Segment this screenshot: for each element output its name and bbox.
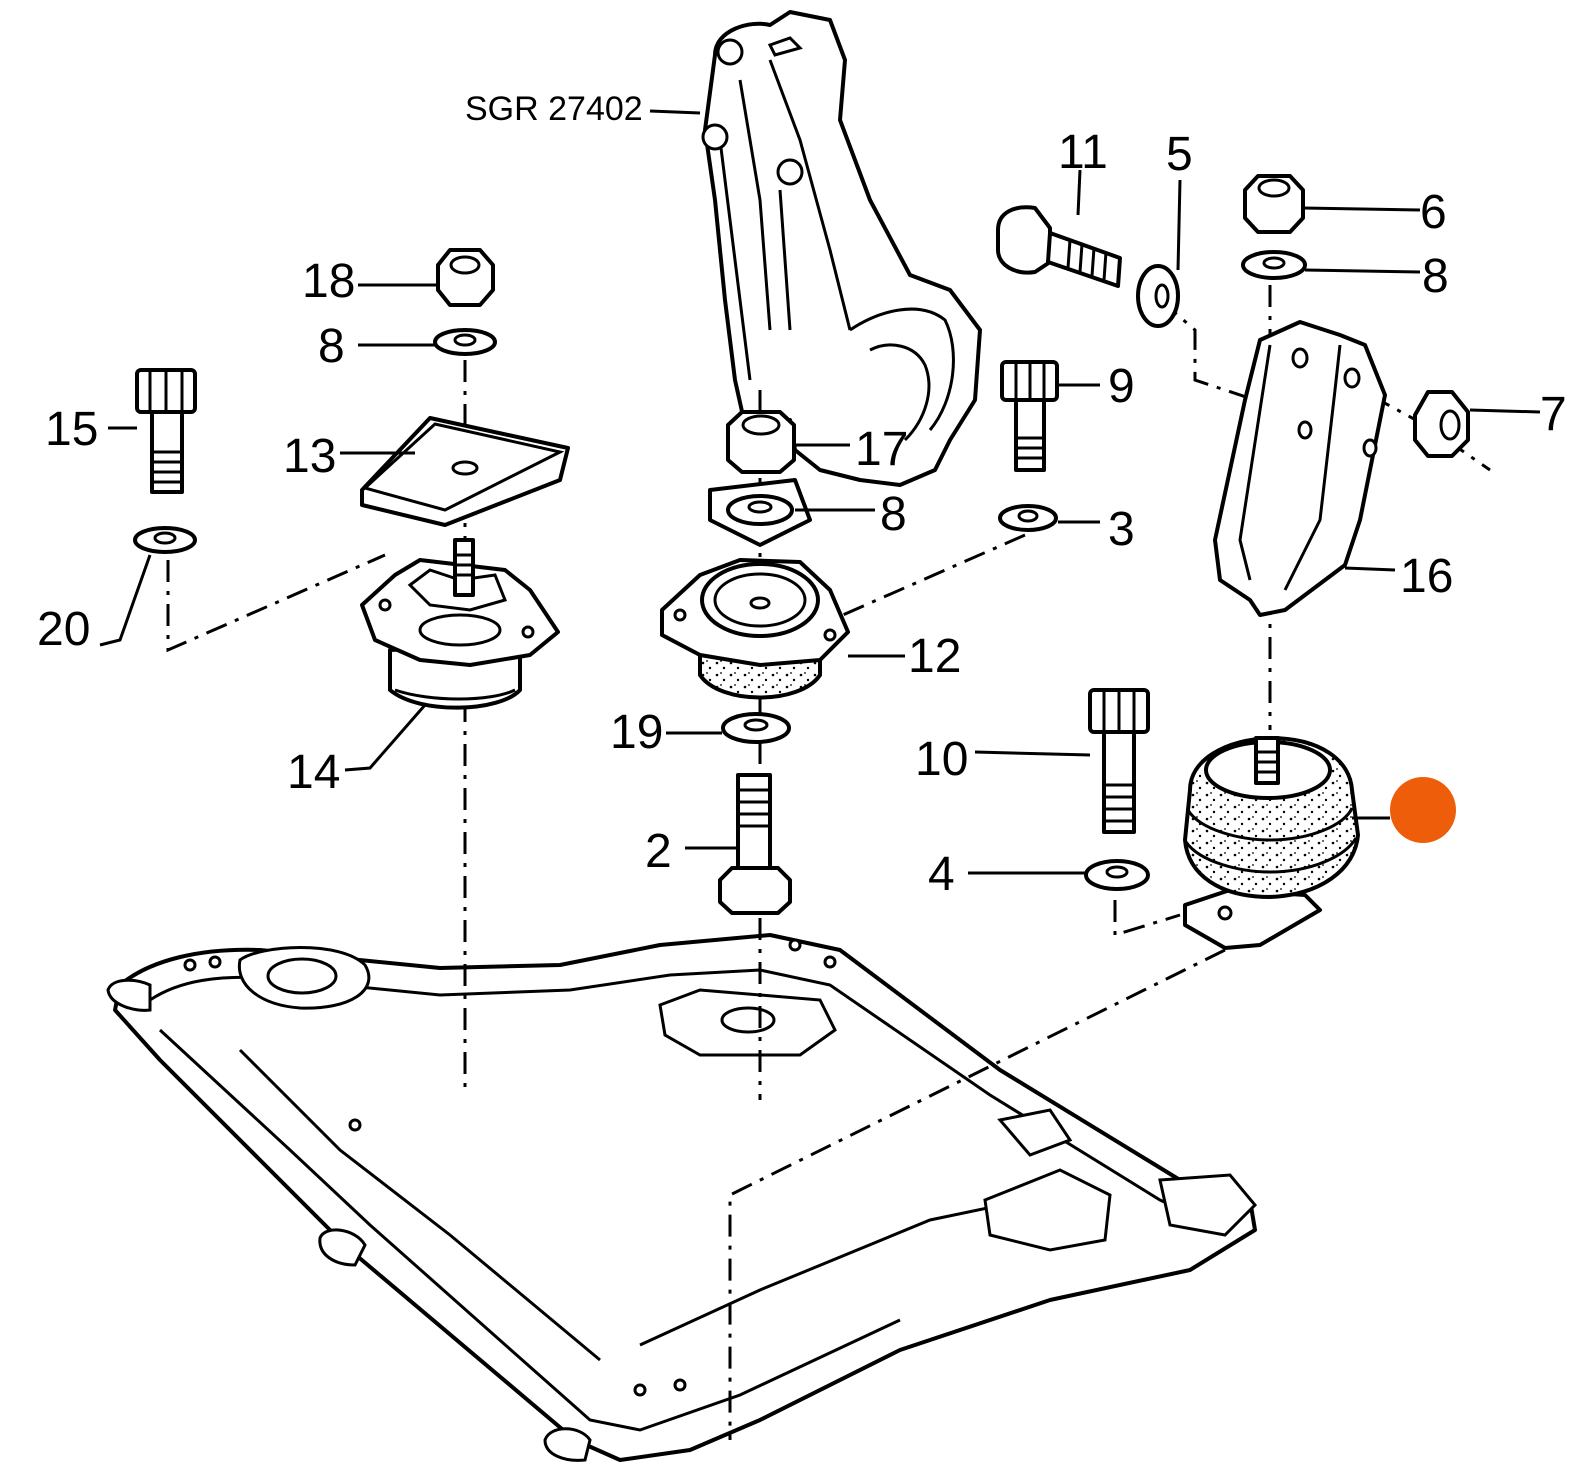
- part-6-nut: [1243, 174, 1305, 234]
- label-part-20: 20: [37, 603, 90, 656]
- label-part-5: 5: [1166, 128, 1193, 181]
- label-part-15: 15: [45, 403, 98, 456]
- label-part-12: 12: [908, 630, 961, 683]
- label-leader-lines: [99, 109, 1541, 875]
- part-3-washer: [998, 504, 1058, 532]
- label-part-3: 3: [1108, 503, 1135, 556]
- label-part-8-centre: 8: [880, 488, 907, 541]
- subframe: [106, 933, 1258, 1462]
- part-12-mount: [660, 558, 850, 700]
- label-part-19: 19: [610, 706, 663, 759]
- part-13-plate: [360, 416, 570, 527]
- label-part-7: 7: [1540, 388, 1567, 441]
- part-18-nut: [436, 248, 495, 307]
- label-part-17: 17: [855, 423, 908, 476]
- part-16-bracket: [1213, 320, 1387, 617]
- label-part-8-left: 8: [318, 320, 345, 373]
- part-20-washer: [133, 526, 197, 554]
- label-part-16: 16: [1400, 550, 1453, 603]
- label-part-6: 6: [1420, 186, 1447, 239]
- highlight-marker-dot[interactable]: [1390, 777, 1456, 843]
- label-part-9: 9: [1108, 360, 1135, 413]
- part-10-bolt: [1088, 688, 1150, 834]
- part-2-bolt: [718, 773, 792, 915]
- part-15-bolt: [135, 368, 197, 494]
- label-part-14: 14: [287, 746, 340, 799]
- part-8-washer-right: [1241, 250, 1307, 280]
- part-5-washer: [1136, 264, 1180, 328]
- label-part-8-right: 8: [1422, 250, 1449, 303]
- label-part-10: 10: [915, 733, 968, 786]
- part-9-bolt: [1000, 360, 1059, 472]
- label-part-13: 13: [283, 430, 336, 483]
- part-19-washer: [721, 712, 791, 744]
- reference-code: SGR 27402: [465, 90, 643, 128]
- part-4-washer: [1084, 859, 1150, 891]
- label-part-11: 11: [1058, 126, 1108, 179]
- engine-mount-highlighted: [1182, 735, 1361, 950]
- part-7-nut: [1413, 390, 1470, 458]
- part-17-nut: [726, 410, 796, 474]
- part-8-washer-centre: [708, 478, 812, 547]
- label-part-4: 4: [928, 848, 955, 901]
- label-part-2: 2: [645, 825, 672, 878]
- label-part-18: 18: [302, 255, 355, 308]
- part-14-mount: [360, 538, 560, 710]
- part-8-washer-left: [433, 328, 497, 356]
- part-11-bolt: [996, 205, 1122, 288]
